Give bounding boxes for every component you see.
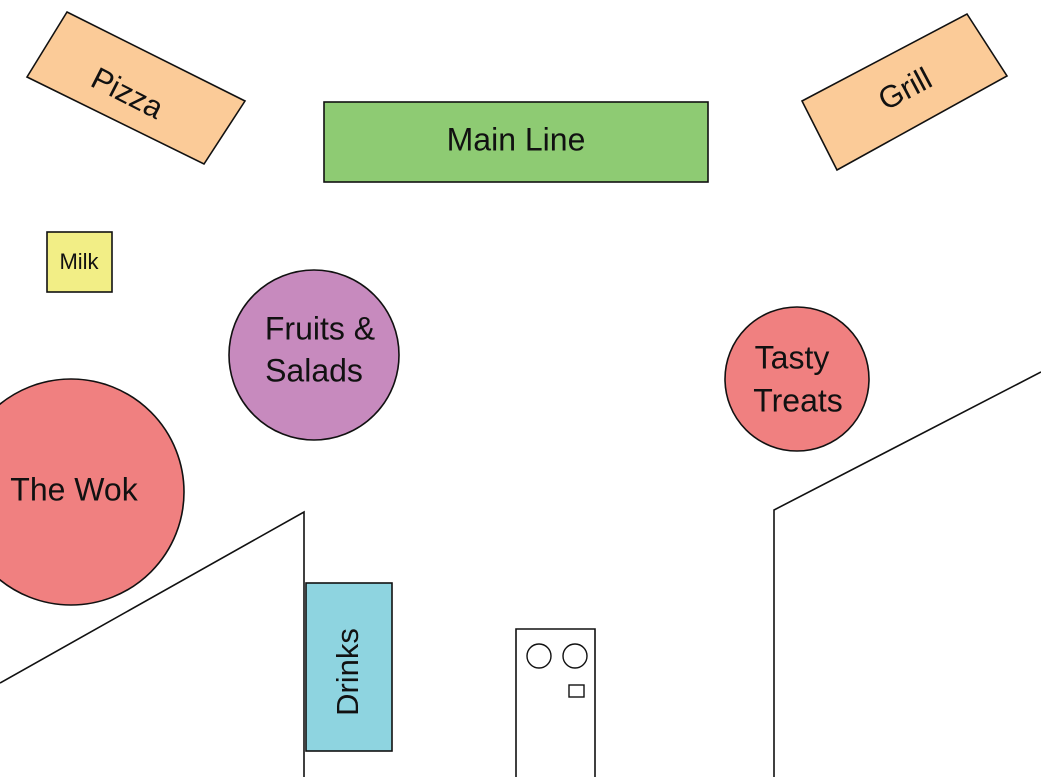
right-wall xyxy=(773,371,1041,777)
the-wok-station: The Wok xyxy=(0,378,185,606)
milk-station: Milk xyxy=(46,231,113,293)
register-counter xyxy=(515,628,596,777)
pizza-station: Pizza xyxy=(25,10,247,166)
grill-station-shape xyxy=(800,12,1009,172)
fruits-salads-station-label-line2: Salads xyxy=(265,352,363,388)
tasty-treats-station-label-line2: Treats xyxy=(753,382,843,418)
fruits-salads-station: Fruits & Salads xyxy=(228,269,400,441)
tasty-treats-station: Tasty Treats xyxy=(724,306,870,452)
register-button-right-icon xyxy=(562,643,588,669)
drinks-station-shape xyxy=(305,582,393,752)
grill-station: Grill xyxy=(800,12,1009,172)
pizza-station-shape xyxy=(25,10,247,166)
milk-station-label: Milk xyxy=(59,249,99,274)
left-wall xyxy=(0,510,305,777)
the-wok-station-shape xyxy=(0,378,185,606)
fruits-salads-station-label-line1: Fruits & xyxy=(265,310,375,346)
drinks-station-label: Drinks xyxy=(330,628,365,716)
tasty-treats-station-shape xyxy=(724,306,870,452)
drinks-station: Drinks xyxy=(305,582,393,752)
main-line-station-label: Main Line xyxy=(447,121,586,157)
main-line-station: Main Line xyxy=(323,101,709,183)
register-card-slot-icon xyxy=(568,684,585,698)
tasty-treats-station-label-line1: Tasty xyxy=(755,339,830,375)
milk-station-shape xyxy=(46,231,113,293)
register-button-left-icon xyxy=(526,643,552,669)
register-counter-shape xyxy=(515,628,596,777)
fruits-salads-station-shape xyxy=(228,269,400,441)
the-wok-station-label: The Wok xyxy=(10,471,138,507)
main-line-station-shape xyxy=(323,101,709,183)
